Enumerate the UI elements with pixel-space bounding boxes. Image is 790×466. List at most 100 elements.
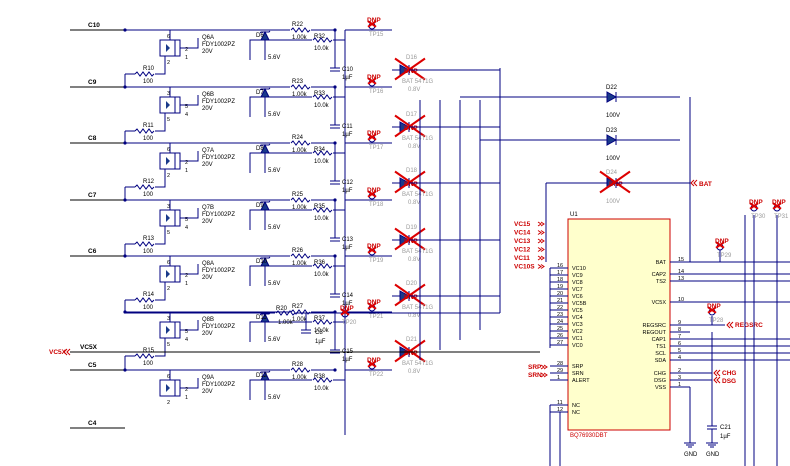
bat54-ref: D18: [406, 168, 418, 174]
test-point-label: TP15: [369, 32, 384, 38]
vc-port-arrow: [537, 255, 545, 261]
ic-pin-name: VC1: [572, 336, 583, 342]
d23-ref: D23: [606, 128, 618, 134]
ic-pin-number: 14: [678, 269, 684, 275]
dnp-label: DNP: [367, 17, 381, 24]
gate-resistor-ref: R10: [143, 66, 155, 72]
ic-pin-number: 10: [678, 297, 684, 303]
ic-pin-name: BAT: [656, 260, 667, 266]
junction-dot: [123, 141, 127, 145]
mosfet-pin: 2: [185, 273, 188, 279]
ic-pin-name: REGSRC: [642, 323, 666, 329]
c21-capacitor: [707, 425, 717, 430]
r20-ref: R20: [276, 306, 288, 312]
x-stroke: [367, 190, 377, 198]
top-resistor: [290, 367, 311, 373]
cell-capacitor: [330, 67, 340, 72]
ic-pin-name: TS2: [656, 279, 666, 285]
test-point-label: TP29: [717, 253, 732, 259]
ic-pin-name: VC10: [572, 266, 586, 272]
mosfet-arrow: [166, 157, 170, 165]
mosfet-ref: Q7A: [202, 148, 214, 154]
regsrc-port-label: REGSRC: [735, 322, 763, 329]
gate-resistor-ref: R13: [143, 236, 155, 242]
bottom-wire: [249, 209, 312, 230]
ic-pin-name: NC: [572, 403, 580, 409]
dnp-x-mark: [340, 308, 350, 316]
ic-pin-number: 26: [557, 333, 563, 339]
zener-bar: [259, 30, 271, 34]
mosfet-source-wire: [180, 264, 199, 275]
mosfet-ref: Q6B: [202, 92, 214, 98]
mosfet-part: FDY1002PZ: [202, 212, 235, 218]
bottom-resistor: [312, 37, 333, 43]
mosfet-pin: 1: [185, 395, 188, 401]
top-resistor-ref: R28: [292, 362, 304, 368]
top-resistor-ref: R23: [292, 79, 304, 85]
test-point-label: TP28: [709, 318, 724, 324]
ic-pin-number: 5: [678, 348, 681, 354]
capacitor-ref: C10: [342, 67, 354, 73]
ic-pin-number: 6: [678, 341, 681, 347]
bottom-resistor-value: 10.0k: [314, 386, 330, 392]
mosfet-pin: 3: [167, 204, 170, 210]
x-stroke: [394, 57, 426, 81]
vc5x-port-arrow: [63, 348, 71, 356]
ic-ref: U1: [570, 212, 578, 218]
ic-pin-number: 9: [678, 320, 681, 326]
dnp-label: DNP: [404, 68, 418, 75]
gate-resistor: [134, 184, 155, 190]
bat54-part: BAT 54T1G: [402, 79, 433, 85]
ic-pin-number: 22: [557, 305, 563, 311]
gnd-symbol-c21: GND: [706, 442, 720, 458]
mosfet-pin: 2: [185, 387, 188, 393]
dnp-label: DNP: [707, 303, 721, 310]
capacitor-value: 1µF: [342, 301, 353, 307]
bottom-resistor-value: 10.0k: [314, 46, 330, 52]
mosfet-pin: 5: [167, 230, 170, 236]
ic-pin-name: TS1: [656, 344, 666, 350]
dnp-label: DNP: [715, 238, 729, 245]
gate-resistor: [134, 71, 155, 77]
dnp-x-mark: [707, 306, 717, 314]
test-point-label: TP22: [369, 372, 384, 378]
cell-capacitor: [330, 293, 340, 298]
mosfet-source-wire: [180, 378, 199, 389]
ic-pin-number: 20: [557, 291, 563, 297]
dnp-label: DNP: [404, 238, 418, 245]
gate-wire: [155, 338, 166, 357]
vc-port-label: VC14: [514, 230, 531, 237]
dnp-x-mark: [715, 241, 725, 249]
ic-pin-name: SRP: [572, 364, 584, 370]
top-resistor-ref: R25: [292, 192, 304, 198]
gate-resistor-value: 100: [143, 305, 154, 311]
ic-pin-number: 19: [557, 284, 563, 290]
test-point: DNP TP15: [367, 17, 384, 38]
top-resistor-ref: R26: [292, 248, 304, 254]
junction-dot: [123, 85, 127, 89]
vc5x-port-label: VC5X: [49, 349, 67, 356]
bat54-voltage: 0.8V: [408, 200, 420, 206]
capacitor-ref: C11: [342, 124, 353, 130]
ic-pin-name: VC5B: [572, 301, 587, 307]
ic-pin-name: VC3: [572, 322, 583, 328]
zener-bar: [259, 143, 271, 147]
d23-diode: [606, 134, 618, 146]
gate-wire: [155, 282, 166, 301]
x-stroke: [599, 170, 631, 194]
mosfet-pin: 6: [167, 147, 170, 153]
mosfet-source-wire: [180, 208, 199, 219]
ic-pin-name: VC4: [572, 315, 583, 321]
mosfet-pin: 2: [185, 47, 188, 53]
top-resistor-value: 1.00k: [292, 317, 308, 323]
top-resistor: [290, 197, 311, 203]
bottom-resistor-ref: R36: [314, 260, 326, 266]
ic-pin-name: ALERT: [572, 378, 590, 384]
